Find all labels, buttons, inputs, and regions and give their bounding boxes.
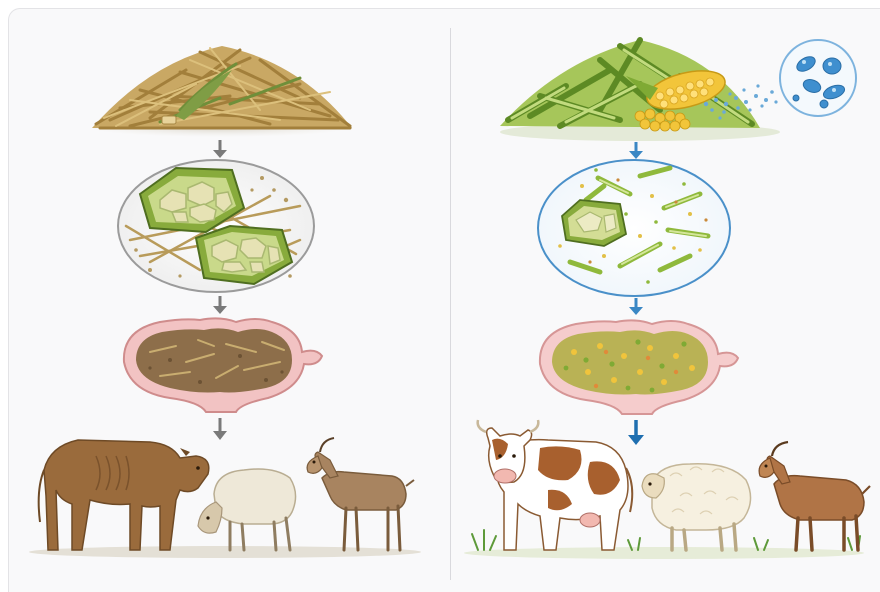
process-arrow bbox=[213, 296, 227, 314]
ground-shadow bbox=[29, 546, 421, 558]
healthy-cow bbox=[478, 420, 633, 550]
right-panel bbox=[464, 40, 870, 559]
rumen-stomach bbox=[124, 318, 322, 412]
fiber-structure-magnifier bbox=[118, 160, 314, 292]
process-arrow bbox=[213, 418, 227, 440]
thin-goat bbox=[307, 438, 414, 550]
healthy-sheep bbox=[642, 464, 751, 550]
ground-shadow bbox=[464, 547, 864, 559]
broken-fiber-magnifier bbox=[538, 160, 730, 296]
thin-sheep bbox=[198, 469, 296, 550]
process-arrow bbox=[629, 298, 643, 315]
left-panel bbox=[29, 46, 421, 558]
microbe-inset bbox=[780, 40, 856, 116]
dry-straw-pile bbox=[90, 46, 352, 137]
process-arrow bbox=[629, 142, 643, 159]
grass-tufts bbox=[472, 530, 860, 550]
chopped-stalk-pile bbox=[500, 40, 780, 141]
process-arrow bbox=[213, 140, 227, 158]
process-arrow bbox=[628, 420, 644, 445]
rumen-stomach bbox=[540, 320, 738, 414]
thin-cow bbox=[39, 440, 209, 550]
healthy-goat bbox=[759, 442, 870, 550]
